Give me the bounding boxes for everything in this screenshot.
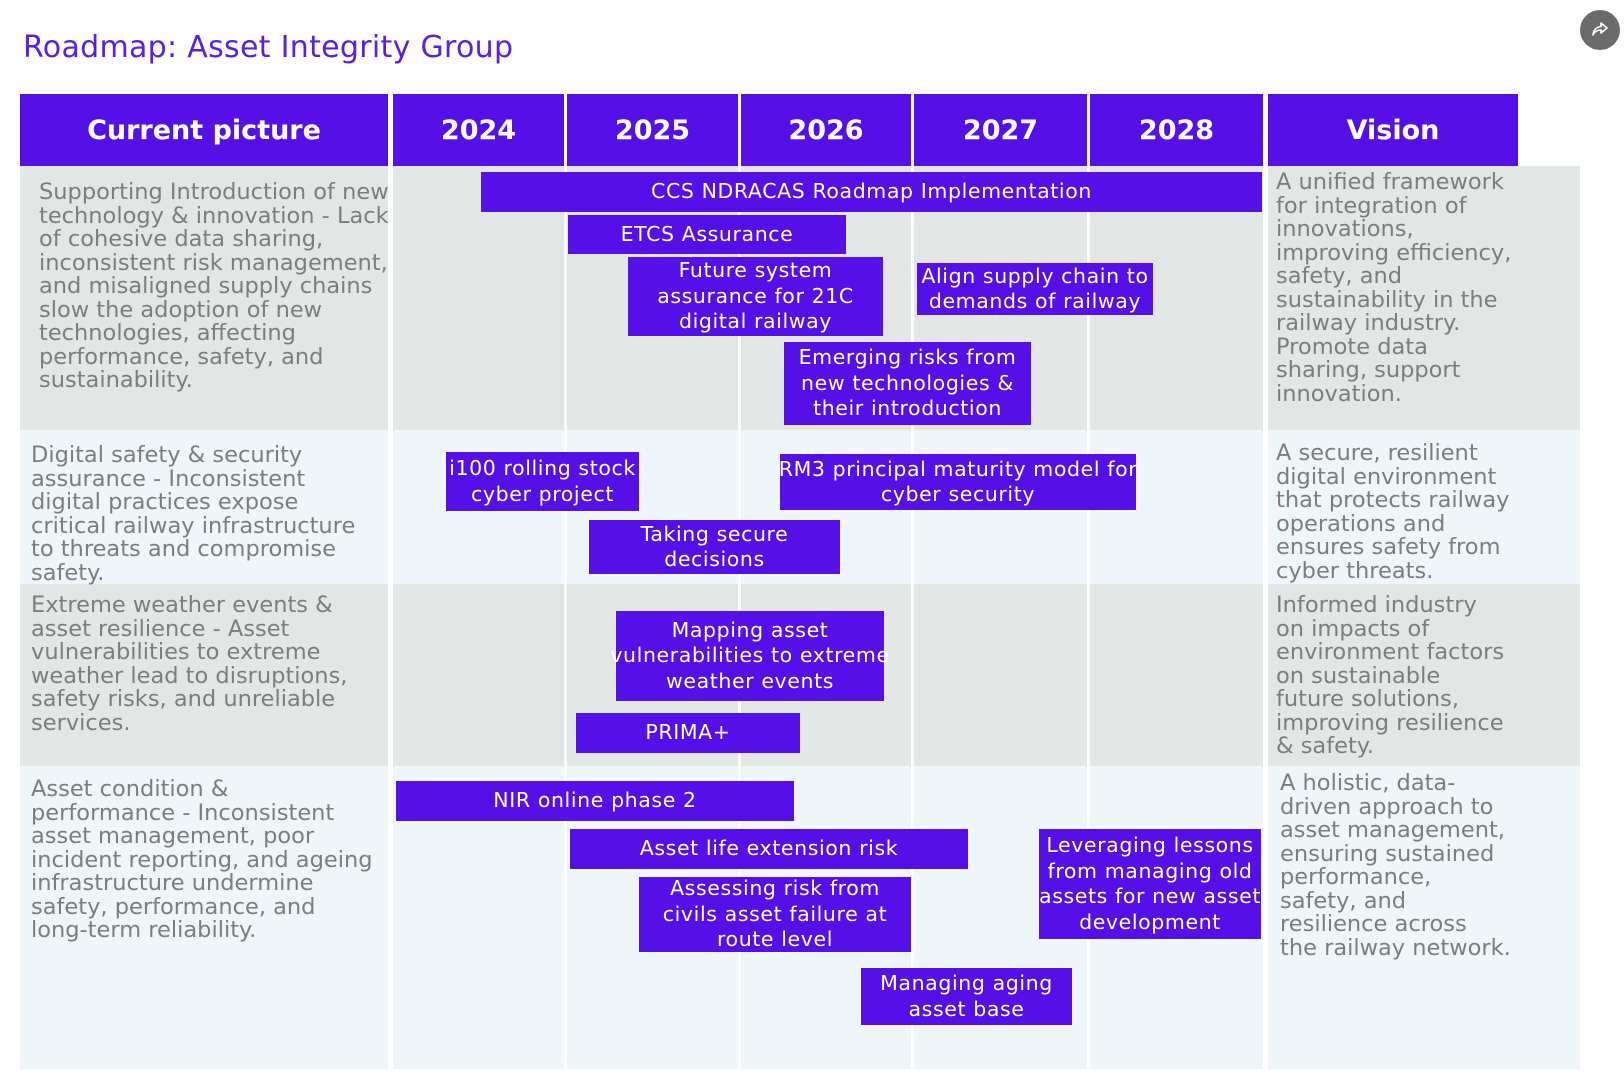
initiative-nir-online[interactable]: NIR online phase 2: [396, 781, 794, 821]
header-vision: Vision: [1268, 94, 1518, 166]
page-title: Roadmap: Asset Integrity Group: [23, 30, 514, 65]
initiative-asset-life-extension[interactable]: Asset life extension risk: [570, 829, 968, 869]
column-divider: [911, 166, 914, 1069]
initiative-prima-plus[interactable]: PRIMA+: [576, 713, 800, 753]
header-year-2028: 2028: [1090, 94, 1263, 166]
initiative-etcs-assurance[interactable]: ETCS Assurance: [568, 215, 846, 254]
share-icon: [1592, 22, 1608, 36]
column-divider: [388, 166, 393, 1069]
column-divider: [1087, 166, 1090, 1069]
header-year-2024: 2024: [393, 94, 564, 166]
current-picture-extreme-weather: Extreme weather events &asset resilience…: [31, 592, 348, 736]
header-year-2027: 2027: [914, 94, 1087, 166]
column-divider: [564, 166, 567, 1069]
share-button[interactable]: [1580, 10, 1620, 50]
header-year-2025: 2025: [567, 94, 738, 166]
column-divider: [1263, 166, 1268, 1069]
current-picture-asset-condition: Asset condition &performance - Inconsist…: [31, 776, 373, 943]
roadmap-board: Current picture 2024 2025 2026 2027 2028…: [20, 94, 1580, 1069]
initiative-ccs-ndracas[interactable]: CCS NDRACAS Roadmap Implementation: [481, 172, 1262, 212]
header-current-picture: Current picture: [20, 94, 388, 166]
header-year-2026: 2026: [741, 94, 911, 166]
